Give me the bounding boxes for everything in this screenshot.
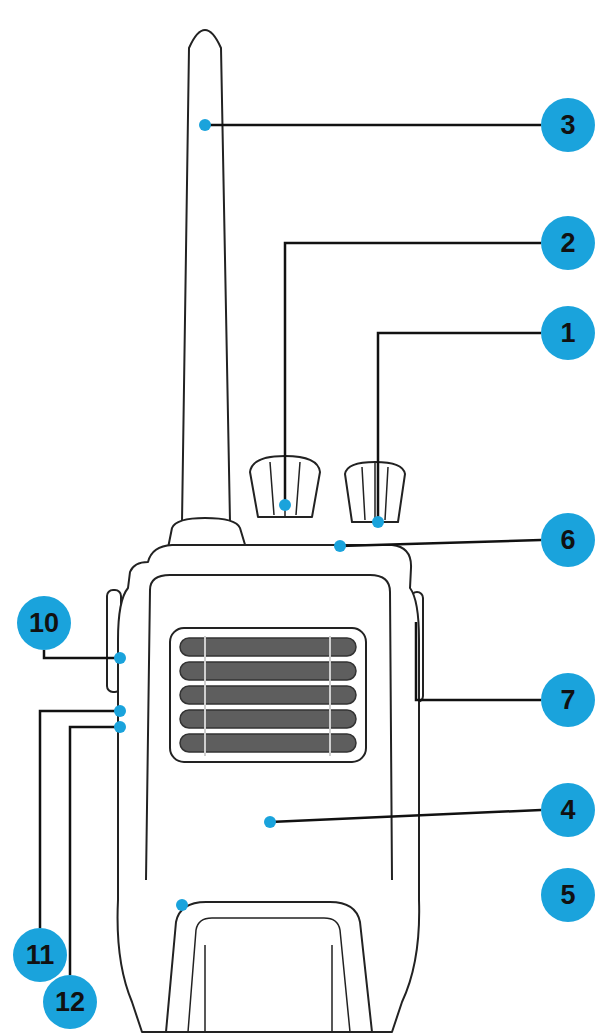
front-panel — [146, 575, 392, 880]
callout-circle: 12 — [43, 975, 97, 1029]
callout-number: 7 — [541, 673, 595, 727]
antenna — [182, 30, 230, 522]
callout-circle: 1 — [541, 306, 595, 360]
callout-circle: 2 — [541, 216, 595, 270]
callout-circle: 6 — [541, 513, 595, 567]
callout-circle: 5 — [541, 868, 595, 922]
callout-number: 12 — [43, 975, 97, 1029]
leader-lines — [40, 125, 541, 975]
callout-circle: 11 — [13, 928, 67, 982]
callout-number: 5 — [541, 868, 595, 922]
battery-clip — [166, 902, 372, 1032]
callout-number: 3 — [541, 98, 595, 152]
callout-number: 10 — [17, 596, 71, 650]
callout-circle: 10 — [17, 596, 71, 650]
callout-number: 11 — [13, 928, 67, 982]
radio-body — [118, 545, 420, 1032]
callout-circle: 7 — [541, 673, 595, 727]
speaker-grille — [170, 628, 366, 762]
antenna-base — [168, 518, 246, 548]
leader-dots — [114, 119, 384, 911]
callout-number: 2 — [541, 216, 595, 270]
callout-circle: 3 — [541, 98, 595, 152]
callout-number: 1 — [541, 306, 595, 360]
callout-number: 4 — [541, 783, 595, 837]
callout-circle: 4 — [541, 783, 595, 837]
callout-number: 6 — [541, 513, 595, 567]
